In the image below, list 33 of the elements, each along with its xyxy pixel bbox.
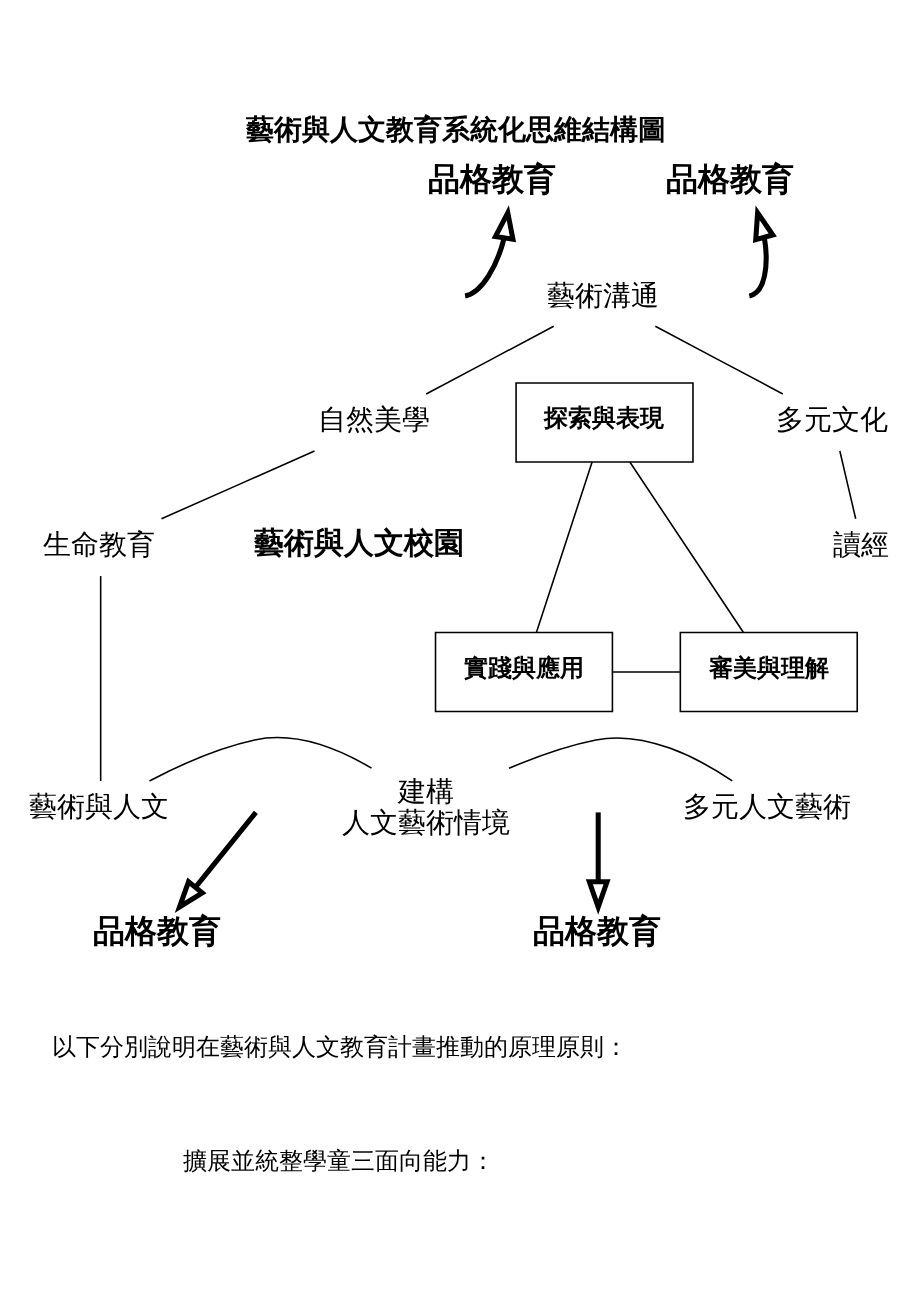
node-text: 藝術與人文 [28, 789, 169, 822]
node-text: 品格教育 [427, 160, 556, 197]
connector [148, 736, 373, 782]
diagram-title: 藝術與人文教育系統化思維結構圖 [245, 112, 666, 145]
arrow [585, 811, 611, 915]
node-text: 多元文化 [775, 402, 888, 435]
node-text: 品格教育 [92, 912, 221, 949]
node-box: 探索與表現 [515, 381, 694, 463]
arrow [174, 810, 258, 913]
node-box: 審美與理解 [679, 631, 859, 712]
connector [629, 460, 745, 633]
connector [654, 324, 784, 395]
connector [535, 460, 593, 633]
node-text: 藝術溝通 [546, 278, 659, 311]
connector [508, 736, 734, 782]
node-text: 多元人文藝術 [682, 789, 851, 822]
node-text: 自然美學 [317, 402, 430, 435]
connector [425, 324, 555, 395]
label: 以下分別說明在藝術與人文教育計畫推動的原理原則： [52, 1033, 629, 1060]
label: 藝術與人文校園 [253, 525, 464, 559]
connector [839, 449, 857, 520]
connector [611, 670, 681, 673]
node-text: 讀經 [832, 527, 889, 560]
node-box: 實踐與應用 [434, 631, 614, 712]
node-text: 生命教育 [43, 527, 156, 560]
label: 擴展並統整學童三面向能力： [182, 1147, 495, 1174]
node-text: 品格教育 [533, 912, 662, 949]
arrow [748, 205, 777, 298]
node-text: 建構 人文藝術情境 [341, 774, 510, 838]
node-text: 品格教育 [666, 160, 795, 197]
connector [160, 449, 316, 520]
connector [99, 574, 102, 782]
arrow [464, 204, 517, 298]
